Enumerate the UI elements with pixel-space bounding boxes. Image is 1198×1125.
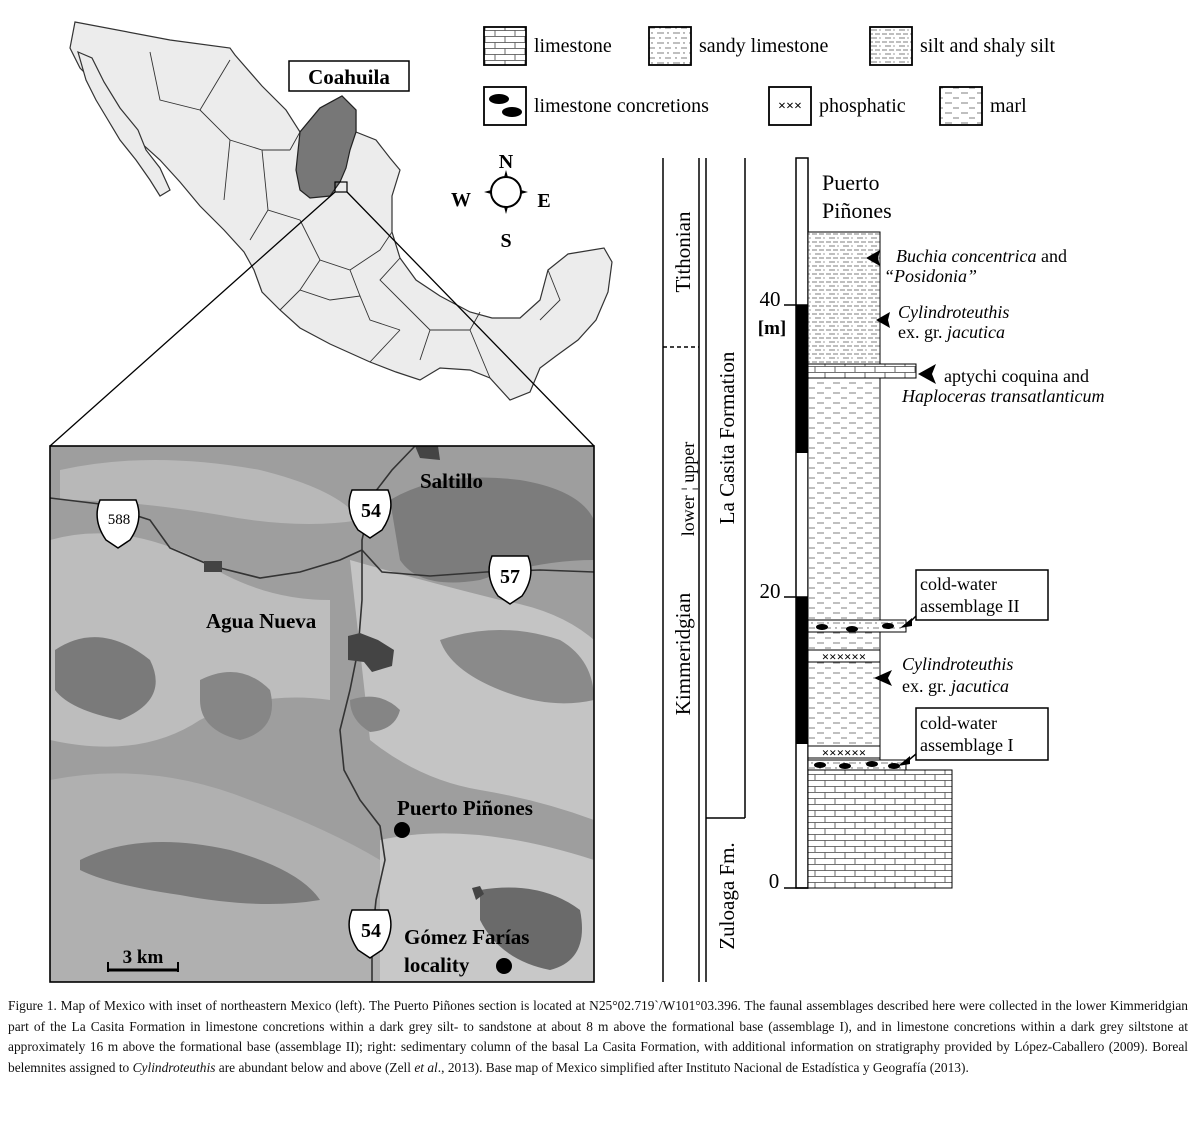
formation-label: La Casita Formation	[715, 351, 739, 524]
coahuila-state	[295, 95, 357, 199]
highway-54-north-label: 54	[361, 500, 381, 522]
baja-california	[77, 50, 171, 197]
gomez-farias-label: Gómez Farías	[404, 925, 529, 949]
cylindroteuthis-top-sub: ex. gr. jacutica	[898, 322, 1005, 342]
legend-phosphatic: phosphatic	[819, 95, 906, 117]
scale-bar: 3 km	[107, 947, 179, 972]
zuloaga-label: Zuloaga Fm.	[715, 842, 739, 949]
cold-water-1-line2: assemblage I	[920, 735, 1013, 755]
tick-0: 0	[769, 869, 780, 893]
coahuila-label: Coahuila	[308, 65, 390, 89]
legend: limestone sandy limestone silt and shaly…	[483, 26, 1055, 126]
locality-label: locality	[404, 953, 470, 977]
puerto-pinones-dot	[394, 822, 410, 838]
highway-54-shield-north: 54	[348, 489, 392, 539]
legend-marl: marl	[990, 95, 1027, 117]
compass-rose: N S W E	[451, 151, 551, 252]
figure: Coahuila N S W E	[49, 21, 1105, 983]
cold-water-2-line2: assemblage II	[920, 596, 1019, 616]
tick-40: 40	[760, 287, 781, 311]
phosphatic-symbol: ×××	[778, 99, 802, 114]
cold-water-2-line1: cold-water	[920, 574, 997, 594]
tithonian-label: Tithonian	[671, 211, 695, 292]
column-title-2: Piñones	[822, 198, 892, 223]
legend-limestone: limestone	[534, 35, 612, 57]
gomez-farias-dot	[496, 958, 512, 974]
cylindroteuthis-mid-sub: ex. gr. jacutica	[902, 676, 1009, 696]
highway-57-shield: 57	[488, 555, 532, 605]
cold-water-1-box	[915, 707, 1049, 761]
tick-20: 20	[760, 579, 781, 603]
highway-588-label: 588	[108, 512, 131, 528]
mexico-map: Coahuila	[49, 21, 613, 447]
legend-sandy-limestone: sandy limestone	[699, 35, 829, 57]
inset-locator	[334, 181, 348, 193]
buchia-label: Buchia concentrica and	[896, 246, 1067, 266]
phosphatic-bed-lower: ××××××	[822, 745, 866, 760]
legend-silt: silt and shaly silt	[920, 35, 1055, 57]
highway-54-shield-south: 54	[348, 909, 392, 959]
figure-caption: Figure 1. Map of Mexico with inset of no…	[8, 998, 1188, 1075]
compass-n: N	[499, 151, 514, 173]
agua-nueva-label: Agua Nueva	[206, 609, 317, 633]
cylindroteuthis-top-label: Cylindroteuthis	[898, 302, 1009, 322]
inset-map: 588 54 57 54 Saltillo Agua Nueva Puerto …	[49, 445, 595, 983]
unit-m: [m]	[758, 318, 786, 339]
column-title-1: Puerto	[822, 170, 879, 195]
compass-s: S	[500, 230, 511, 252]
highway-54-south-label: 54	[361, 920, 381, 942]
substage-label: lower ¦ upper	[678, 442, 698, 537]
legend-concretions: limestone concretions	[534, 95, 709, 117]
highway-57-label: 57	[500, 566, 520, 588]
cylindroteuthis-mid-label: Cylindroteuthis	[902, 654, 1013, 674]
saltillo-label: Saltillo	[420, 469, 483, 493]
cold-water-2-box	[915, 569, 1049, 621]
cold-water-1-line1: cold-water	[920, 713, 997, 733]
phosphatic-bed-upper: ××××××	[822, 649, 866, 664]
state-borders	[149, 51, 561, 379]
scale-label: 3 km	[123, 947, 164, 968]
kimmeridgian-label: Kimmeridgian	[671, 592, 695, 715]
posidonia-label: “Posidonia”	[884, 266, 977, 286]
highway-588-shield: 588	[96, 499, 140, 549]
strat-column: Tithonian Kimmeridgian lower ¦ upper La …	[662, 157, 1105, 982]
aptychi-label: aptychi coquina and	[944, 366, 1089, 386]
puerto-pinones-label: Puerto Piñones	[397, 796, 533, 820]
haploceras-label: Haploceras transatlanticum	[901, 386, 1105, 406]
compass-w: W	[451, 189, 471, 211]
compass-e: E	[537, 190, 550, 212]
